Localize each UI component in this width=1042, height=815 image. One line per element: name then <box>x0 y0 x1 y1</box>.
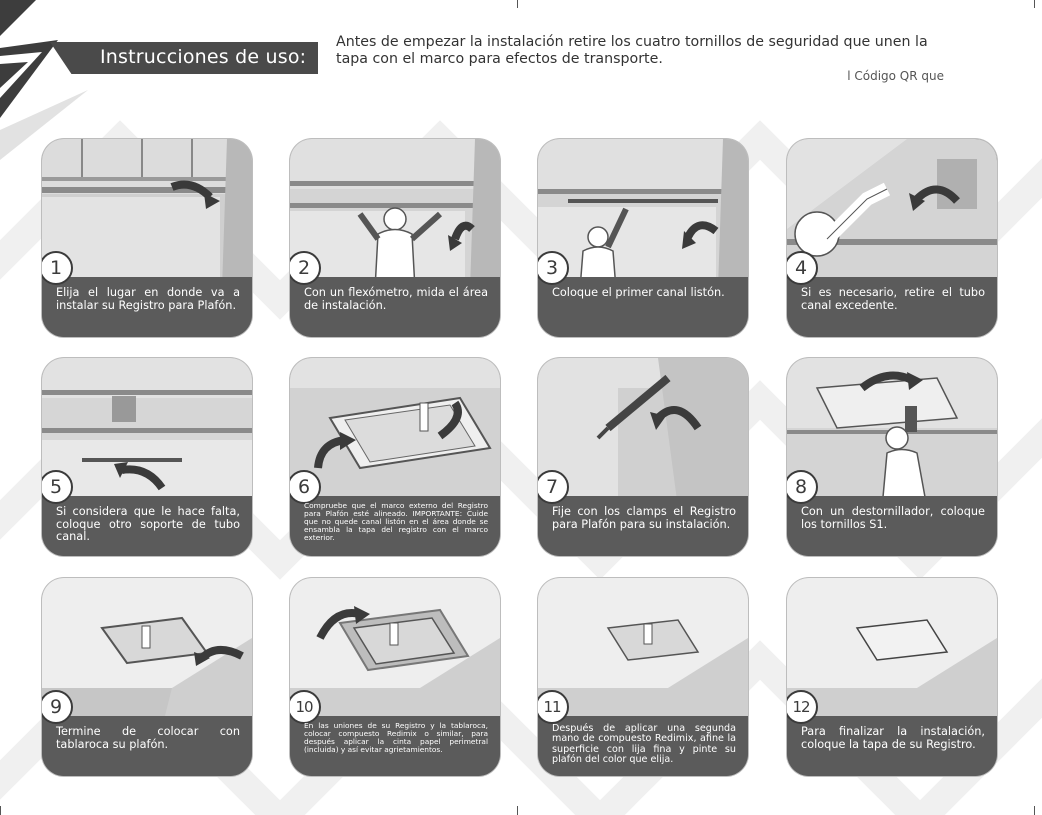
step-text: Para finalizar la instalación, coloque l… <box>801 725 985 751</box>
title-bar <box>50 42 318 74</box>
caption-band <box>538 277 748 337</box>
caption-band <box>42 496 252 556</box>
measuring-illustration <box>290 139 500 289</box>
caption-band <box>538 716 748 776</box>
drywall-illustration <box>42 578 252 728</box>
caption-band <box>42 716 252 776</box>
caption-band <box>290 716 500 776</box>
support-illustration <box>42 358 252 508</box>
intro-text: Antes de empezar la instalación retire l… <box>336 34 928 67</box>
step-card-6: 6 Compruebe que el marco externo del Reg… <box>290 358 500 556</box>
qr-note: l Código QR que <box>847 69 944 83</box>
step-card-9: 9 Termine de colocar con tablaroca su pl… <box>42 578 252 776</box>
caption-band <box>538 496 748 556</box>
step-number: 6 <box>290 470 321 504</box>
step-card-7: 7 Fije con los clamps el Registro para P… <box>538 358 748 556</box>
step-number: 9 <box>42 690 73 724</box>
step-text: Termine de colocar con tablaroca su plaf… <box>56 725 240 751</box>
step-text: Compruebe que el marco externo del Regis… <box>304 501 488 543</box>
step-text: Con un flexómetro, mida el área de insta… <box>304 286 488 312</box>
crop-mark <box>517 0 518 8</box>
step-card-1: 1 Elija el lugar en donde va a instalar … <box>42 139 252 337</box>
caption-band <box>290 496 500 556</box>
step-card-8: 8 Con un destornillador, coloque los tor… <box>787 358 997 556</box>
crop-mark <box>0 806 1 815</box>
step-number: 5 <box>42 470 73 504</box>
caption-band <box>290 277 500 337</box>
crop-mark <box>517 806 518 815</box>
page-title: Instrucciones de uso: <box>100 46 307 68</box>
screwdriver-illustration <box>787 358 997 508</box>
step-text: Después de aplicar una segunda mano de c… <box>552 723 736 766</box>
joint-compound-illustration <box>290 578 500 728</box>
step-text: Con un destornillador, coloque los torni… <box>801 505 985 531</box>
step-card-3: 3 Coloque el primer canal listón. <box>538 139 748 337</box>
step-text: Si considera que le hace falta, coloque … <box>56 505 240 543</box>
step-number: 3 <box>538 251 569 285</box>
ceiling-illustration <box>42 139 252 289</box>
step-card-10: 10 En las uniones de su Registro y la ta… <box>290 578 500 776</box>
step-card-4: 4 Si es necesario, retire el tubo canal … <box>787 139 997 337</box>
clamp-illustration <box>538 358 748 508</box>
step-card-5: 5 Si considera que le hace falta, coloqu… <box>42 358 252 556</box>
step-number: 7 <box>538 470 569 504</box>
caption-band <box>787 716 997 776</box>
corner-chevron-decoration <box>0 0 88 160</box>
step-text: Elija el lugar en donde va a instalar su… <box>56 286 240 312</box>
step-number: 12 <box>787 690 818 724</box>
caption-band <box>787 277 997 337</box>
step-text: Coloque el primer canal listón. <box>552 286 725 299</box>
caption-band <box>787 496 997 556</box>
step-number: 4 <box>787 251 818 285</box>
crop-mark <box>1034 806 1035 815</box>
step-card-2: 2 Con un flexómetro, mida el área de ins… <box>290 139 500 337</box>
caption-band <box>42 277 252 337</box>
step-number: 8 <box>787 470 818 504</box>
step-card-12: 12 Para finalizar la instalación, coloqu… <box>787 578 997 776</box>
step-text: Fije con los clamps el Registro para Pla… <box>552 505 736 531</box>
step-number: 11 <box>538 690 569 724</box>
step-text: Si es necesario, retire el tubo canal ex… <box>801 286 985 312</box>
channel-illustration <box>538 139 748 289</box>
crop-mark <box>1034 0 1035 8</box>
sanding-illustration <box>538 578 748 728</box>
step-number: 10 <box>290 690 321 724</box>
step-number: 1 <box>42 251 73 285</box>
step-number: 2 <box>290 251 321 285</box>
frame-alignment-illustration <box>290 358 500 508</box>
remove-tube-illustration <box>787 139 997 289</box>
step-text: En las uniones de su Registro y la tabla… <box>304 721 488 755</box>
cover-illustration <box>787 578 997 728</box>
step-card-11: 11 Después de aplicar una segunda mano d… <box>538 578 748 776</box>
